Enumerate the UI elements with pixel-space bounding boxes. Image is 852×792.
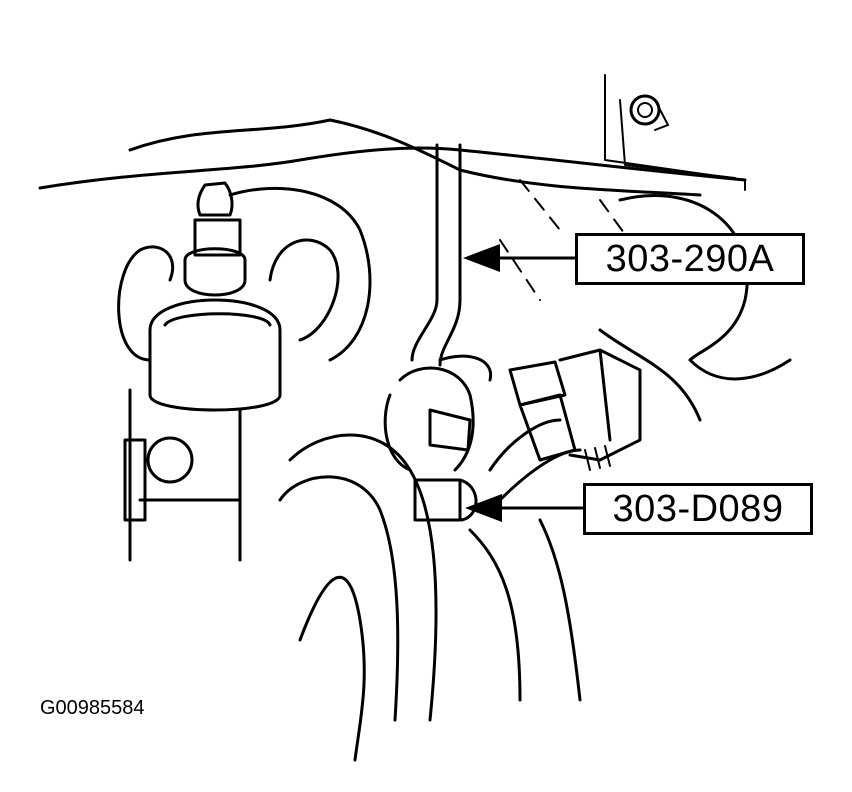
bolt-icon [629, 94, 669, 131]
callout-lower-tool: 303-D089 [583, 483, 813, 535]
lower-hose-inner [278, 475, 400, 722]
arrow-303-290A [463, 244, 575, 272]
hose-right [268, 238, 340, 342]
callout-lower-tool-label: 303-D089 [612, 487, 784, 530]
body-panel-outline [38, 146, 747, 190]
hidden-line [519, 179, 561, 231]
panel-bracket-inner [619, 99, 736, 179]
callout-upper-tool-label: 303-290A [605, 237, 775, 280]
tool-rod-303-290A-b [438, 143, 462, 367]
hose-upper [228, 186, 372, 362]
tool-rod-303-290A [410, 143, 439, 362]
figure-code: G00985584 [40, 697, 145, 719]
lower-bundle [468, 528, 522, 702]
lower-hose-left [298, 575, 366, 762]
arrow-303-D089 [465, 494, 583, 522]
body-panel-inner [128, 118, 702, 197]
canister [128, 181, 282, 562]
housing-contour [618, 194, 792, 381]
clamp-assembly [383, 354, 493, 522]
hidden-line [499, 239, 541, 301]
housing-lower [598, 328, 702, 422]
electrical-connector [488, 348, 642, 502]
mount-bracket [123, 436, 242, 522]
callout-upper-tool: 303-290A [575, 233, 805, 285]
hose-left [117, 245, 175, 362]
lower-bundle-2 [538, 518, 582, 702]
